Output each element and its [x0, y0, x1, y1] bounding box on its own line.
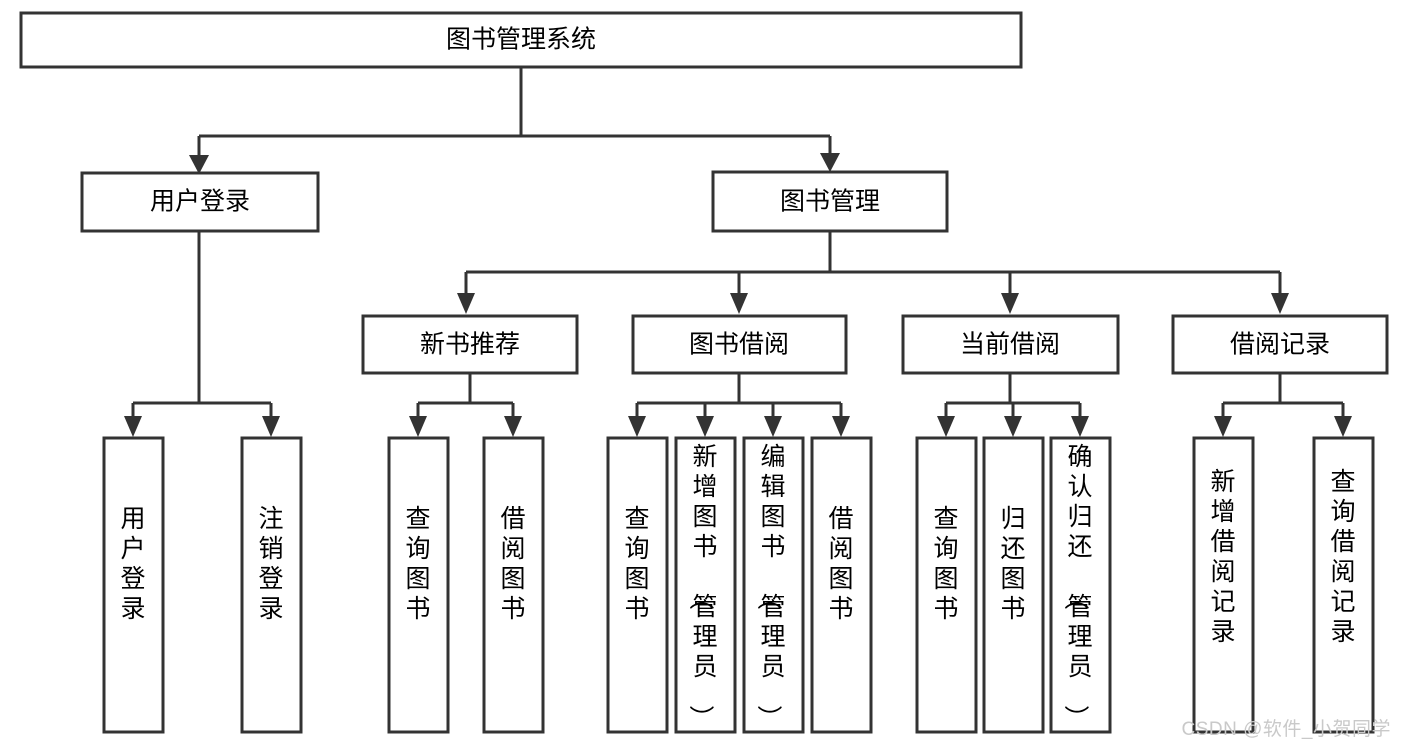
node-leaf-logout[interactable]: 注销登录 [240, 436, 303, 734]
arrowhead-userlogin-leaf-1 [124, 416, 142, 437]
node-leaf-confirm-return-admin[interactable]: 确认归还（管理员） [1049, 436, 1112, 734]
node-book-borrow-box[interactable] [631, 314, 848, 375]
node-borrow-records-label: 借阅记录 [1230, 331, 1330, 359]
node-leaf-query-borrow-record-label: 查询借阅记录 [1330, 468, 1355, 646]
connector-layer [124, 68, 1352, 437]
node-leaf-borrow-book-borrow[interactable]: 借阅图书 [810, 436, 873, 734]
arrowhead-borrow-leaf-2 [696, 416, 714, 437]
node-leaf-query-book-current-box[interactable] [915, 436, 978, 734]
node-leaf-add-book-admin-box[interactable] [674, 436, 737, 734]
arrowhead-borrow-leaf-3 [764, 416, 782, 437]
arrowhead-root-to-user-login [189, 155, 209, 174]
arrowhead-root-to-book-mgmt [820, 153, 840, 172]
node-leaf-edit-book-admin-box[interactable] [742, 436, 805, 734]
node-leaf-add-borrow-record-label: 新增借阅记录 [1210, 468, 1235, 646]
arrowhead-bookmgmt-records [1271, 293, 1289, 314]
node-leaf-logout-box[interactable] [240, 436, 303, 734]
node-leaf-query-book-borrow-box[interactable] [606, 436, 669, 734]
arrowhead-current-leaf-2 [1004, 416, 1022, 437]
node-leaf-confirm-return-admin-box[interactable] [1049, 436, 1112, 734]
node-leaf-add-book-admin-label: 新增图书（管理员） [686, 443, 717, 730]
node-book-borrow-label: 图书借阅 [689, 331, 789, 359]
node-leaf-return-book-label: 归还图书 [1000, 505, 1025, 623]
node-leaf-user-login-box[interactable] [102, 436, 165, 734]
arrowhead-bookmgmt-current [1001, 293, 1019, 314]
node-leaf-add-borrow-record-box[interactable] [1192, 436, 1255, 734]
node-user-login[interactable]: 用户登录 [80, 171, 320, 233]
node-user-login-box[interactable] [80, 171, 320, 233]
node-current-borrow[interactable]: 当前借阅 [901, 314, 1120, 375]
node-book-borrow[interactable]: 图书借阅 [631, 314, 848, 375]
node-leaf-add-borrow-record[interactable]: 新增借阅记录 [1192, 436, 1255, 734]
node-leaf-query-book-new-label: 查询图书 [405, 505, 430, 623]
node-book-management-box[interactable] [711, 170, 949, 233]
node-borrow-records[interactable]: 借阅记录 [1171, 314, 1389, 375]
node-leaf-query-book-borrow[interactable]: 查询图书 [606, 436, 669, 734]
node-leaf-query-book-current-label: 查询图书 [933, 505, 958, 623]
node-leaf-confirm-return-admin-label: 确认归还（管理员） [1061, 443, 1092, 730]
node-leaf-return-book[interactable]: 归还图书 [982, 436, 1045, 734]
node-leaf-borrow-book-borrow-box[interactable] [810, 436, 873, 734]
node-leaf-user-login-label: 用户登录 [120, 505, 145, 623]
arrowhead-records-leaf-1 [1214, 416, 1232, 437]
node-leaf-edit-book-admin-label: 编辑图书（管理员） [754, 443, 785, 730]
arrowhead-records-leaf-2 [1334, 416, 1352, 437]
node-user-login-label: 用户登录 [150, 188, 250, 216]
node-book-management[interactable]: 图书管理 [711, 170, 949, 233]
node-leaf-query-book-current[interactable]: 查询图书 [915, 436, 978, 734]
arrowhead-userlogin-leaf-2 [262, 416, 280, 437]
node-leaf-query-book-new-box[interactable] [387, 436, 450, 734]
node-root-system-box[interactable] [19, 11, 1023, 69]
node-current-borrow-box[interactable] [901, 314, 1120, 375]
node-new-book-recommend-box[interactable] [361, 314, 579, 375]
arrowhead-newbook-leaf-2 [504, 416, 522, 437]
arrowhead-bookmgmt-new-book [457, 293, 475, 314]
node-leaf-query-borrow-record[interactable]: 查询借阅记录 [1312, 436, 1375, 734]
arrowhead-current-leaf-3 [1071, 416, 1089, 437]
node-leaf-query-book-borrow-label: 查询图书 [624, 505, 649, 623]
node-new-book-recommend-label: 新书推荐 [420, 331, 520, 359]
node-leaf-user-login[interactable]: 用户登录 [102, 436, 165, 734]
node-leaf-borrow-book-new-label: 借阅图书 [500, 505, 525, 623]
node-leaf-edit-book-admin[interactable]: 编辑图书（管理员） [742, 436, 805, 734]
node-borrow-records-box[interactable] [1171, 314, 1389, 375]
node-leaf-query-borrow-record-box[interactable] [1312, 436, 1375, 734]
arrowhead-borrow-leaf-1 [628, 416, 646, 437]
node-leaf-borrow-book-new[interactable]: 借阅图书 [482, 436, 545, 734]
arrowhead-newbook-leaf-1 [409, 416, 427, 437]
node-leaf-borrow-book-new-box[interactable] [482, 436, 545, 734]
node-root-system-label: 图书管理系统 [446, 26, 596, 54]
node-root-system[interactable]: 图书管理系统 [19, 11, 1023, 69]
node-new-book-recommend[interactable]: 新书推荐 [361, 314, 579, 375]
node-book-management-label: 图书管理 [780, 188, 880, 216]
node-leaf-logout-label: 注销登录 [258, 505, 283, 623]
arrowhead-current-leaf-1 [937, 416, 955, 437]
node-leaf-query-book-new[interactable]: 查询图书 [387, 436, 450, 734]
arrowhead-borrow-leaf-4 [832, 416, 850, 437]
node-leaf-borrow-book-borrow-label: 借阅图书 [828, 505, 853, 623]
node-leaf-add-book-admin[interactable]: 新增图书（管理员） [674, 436, 737, 734]
arrowhead-bookmgmt-borrow [730, 293, 748, 314]
node-current-borrow-label: 当前借阅 [960, 331, 1060, 359]
node-leaf-return-book-box[interactable] [982, 436, 1045, 734]
